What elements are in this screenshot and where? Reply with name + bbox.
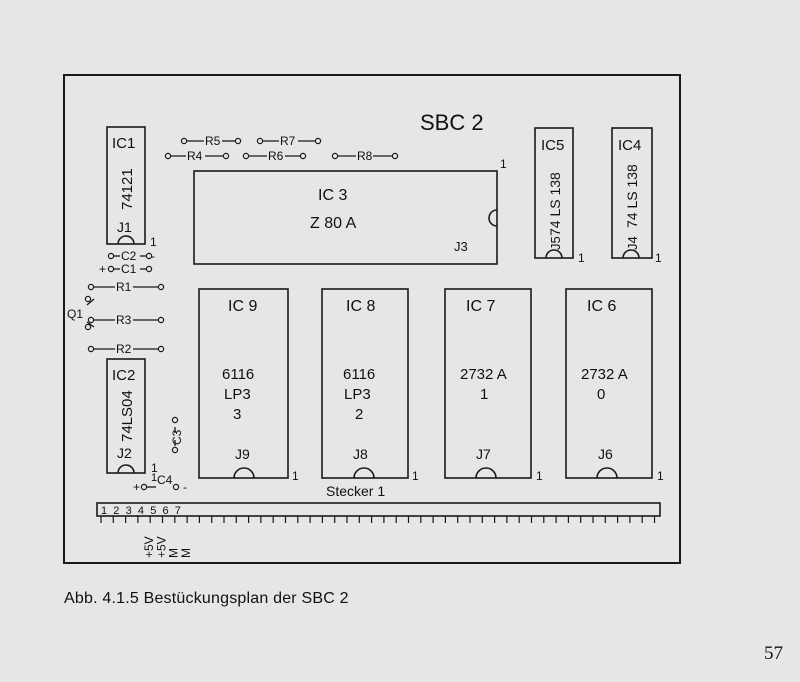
page-number: 57 bbox=[764, 643, 783, 664]
connector-pin-number: 1 bbox=[101, 505, 107, 517]
ic7-pin1: 1 bbox=[536, 469, 543, 483]
ic1-label: IC1 bbox=[112, 135, 135, 152]
ic8-type: 6116 bbox=[343, 366, 375, 383]
ic3-type: Z 80 A bbox=[310, 215, 357, 232]
ic5-label: IC5 bbox=[541, 137, 564, 154]
ic9-outline bbox=[198, 288, 289, 479]
ic2-label: IC2 bbox=[112, 367, 135, 384]
ic3-pin1: 1 bbox=[500, 157, 507, 171]
ic1-type: 74121 bbox=[119, 168, 136, 210]
ic7-socket: J7 bbox=[476, 446, 491, 462]
connector-label: Stecker 1 bbox=[326, 483, 385, 499]
ic5-socket: J5 bbox=[548, 236, 563, 250]
r8-label: R8 bbox=[357, 149, 373, 163]
connector-pin-number: 3 bbox=[126, 505, 132, 517]
figure-caption: Abb. 4.1.5 Bestückungsplan der SBC 2 bbox=[64, 590, 349, 607]
connector-outline bbox=[96, 502, 661, 517]
ic8-pin1: 1 bbox=[412, 469, 419, 483]
ic3-label: IC 3 bbox=[318, 187, 347, 204]
r4-label: R4 bbox=[187, 149, 203, 163]
ic6-number: 0 bbox=[597, 386, 605, 403]
c1-plus: + bbox=[99, 262, 106, 276]
r6-label: R6 bbox=[268, 149, 284, 163]
connector-pin-signal: M bbox=[179, 548, 193, 558]
ic1-socket: J1 bbox=[117, 219, 132, 235]
ic9-label: IC 9 bbox=[228, 298, 257, 315]
c4-pin1: 1 bbox=[151, 472, 157, 484]
ic4-label: IC4 bbox=[618, 137, 641, 154]
board-title: SBC 2 bbox=[420, 110, 484, 135]
ic9-pin1: 1 bbox=[292, 469, 299, 483]
ic8-socket: J8 bbox=[353, 446, 368, 462]
connector-pin-number: 4 bbox=[138, 505, 144, 517]
ic7-label: IC 7 bbox=[466, 298, 495, 315]
ic5-pin1: 1 bbox=[578, 251, 585, 265]
connector-pin-signal: +5V bbox=[142, 536, 156, 558]
r5-label: R5 bbox=[205, 134, 221, 148]
ic9-variant: LP3 bbox=[224, 386, 251, 403]
r1-label: R1 bbox=[116, 280, 132, 294]
ic3-socket: J3 bbox=[454, 239, 468, 254]
q1-label: Q1 bbox=[67, 307, 83, 321]
ic7-outline bbox=[444, 288, 532, 479]
connector-pin-number: 2 bbox=[113, 505, 119, 517]
ic4-socket: J4 bbox=[625, 236, 640, 250]
ic4-type: 74 LS 138 bbox=[624, 164, 640, 228]
ic3-outline bbox=[193, 170, 498, 265]
ic9-socket: J9 bbox=[235, 446, 250, 462]
ic2-socket: J2 bbox=[117, 445, 132, 461]
c4-minus: - bbox=[183, 480, 187, 494]
connector-pin-number: 6 bbox=[163, 505, 169, 517]
ic5-outline bbox=[534, 127, 574, 259]
connector-pin-signal: +5V bbox=[154, 536, 168, 558]
ic1-pin1: 1 bbox=[150, 235, 157, 249]
c2-minus: - bbox=[151, 249, 155, 263]
c4-label: C4 bbox=[157, 473, 173, 487]
connector-pin-signal: M bbox=[167, 548, 181, 558]
ic6-pin1: 1 bbox=[657, 469, 664, 483]
ic5-type: 74 LS 138 bbox=[547, 172, 563, 236]
ic2-pin1: 1 bbox=[151, 461, 158, 475]
c4-plus: + bbox=[133, 480, 140, 494]
connector-pin-number: 5 bbox=[150, 505, 156, 517]
ic6-label: IC 6 bbox=[587, 298, 616, 315]
ic8-number: 2 bbox=[355, 406, 363, 423]
ic8-outline bbox=[321, 288, 409, 479]
ic4-pin1: 1 bbox=[655, 251, 662, 265]
ic9-number: 3 bbox=[233, 406, 241, 423]
ic4-outline bbox=[611, 127, 653, 259]
ic8-label: IC 8 bbox=[346, 298, 375, 315]
ic9-type: 6116 bbox=[222, 366, 254, 383]
ic7-number: 1 bbox=[480, 386, 488, 403]
ic6-type: 2732 A bbox=[581, 366, 628, 383]
ic8-variant: LP3 bbox=[344, 386, 371, 403]
ic2-type: 74LS04 bbox=[119, 390, 136, 442]
c1-label: C1 bbox=[121, 262, 137, 276]
ic1-outline bbox=[106, 126, 146, 245]
r7-label: R7 bbox=[280, 134, 296, 148]
ic2-outline bbox=[106, 358, 146, 474]
c2-label: C2 bbox=[121, 249, 137, 263]
r2-label: R2 bbox=[116, 342, 132, 356]
connector-pin-number: 7 bbox=[175, 505, 181, 517]
ic7-type: 2732 A bbox=[460, 366, 507, 383]
r3-label: R3 bbox=[116, 313, 132, 327]
ic6-outline bbox=[565, 288, 653, 479]
ic6-socket: J6 bbox=[598, 446, 613, 462]
c3-label: C3 bbox=[170, 429, 184, 445]
pcb-outline bbox=[63, 74, 681, 564]
